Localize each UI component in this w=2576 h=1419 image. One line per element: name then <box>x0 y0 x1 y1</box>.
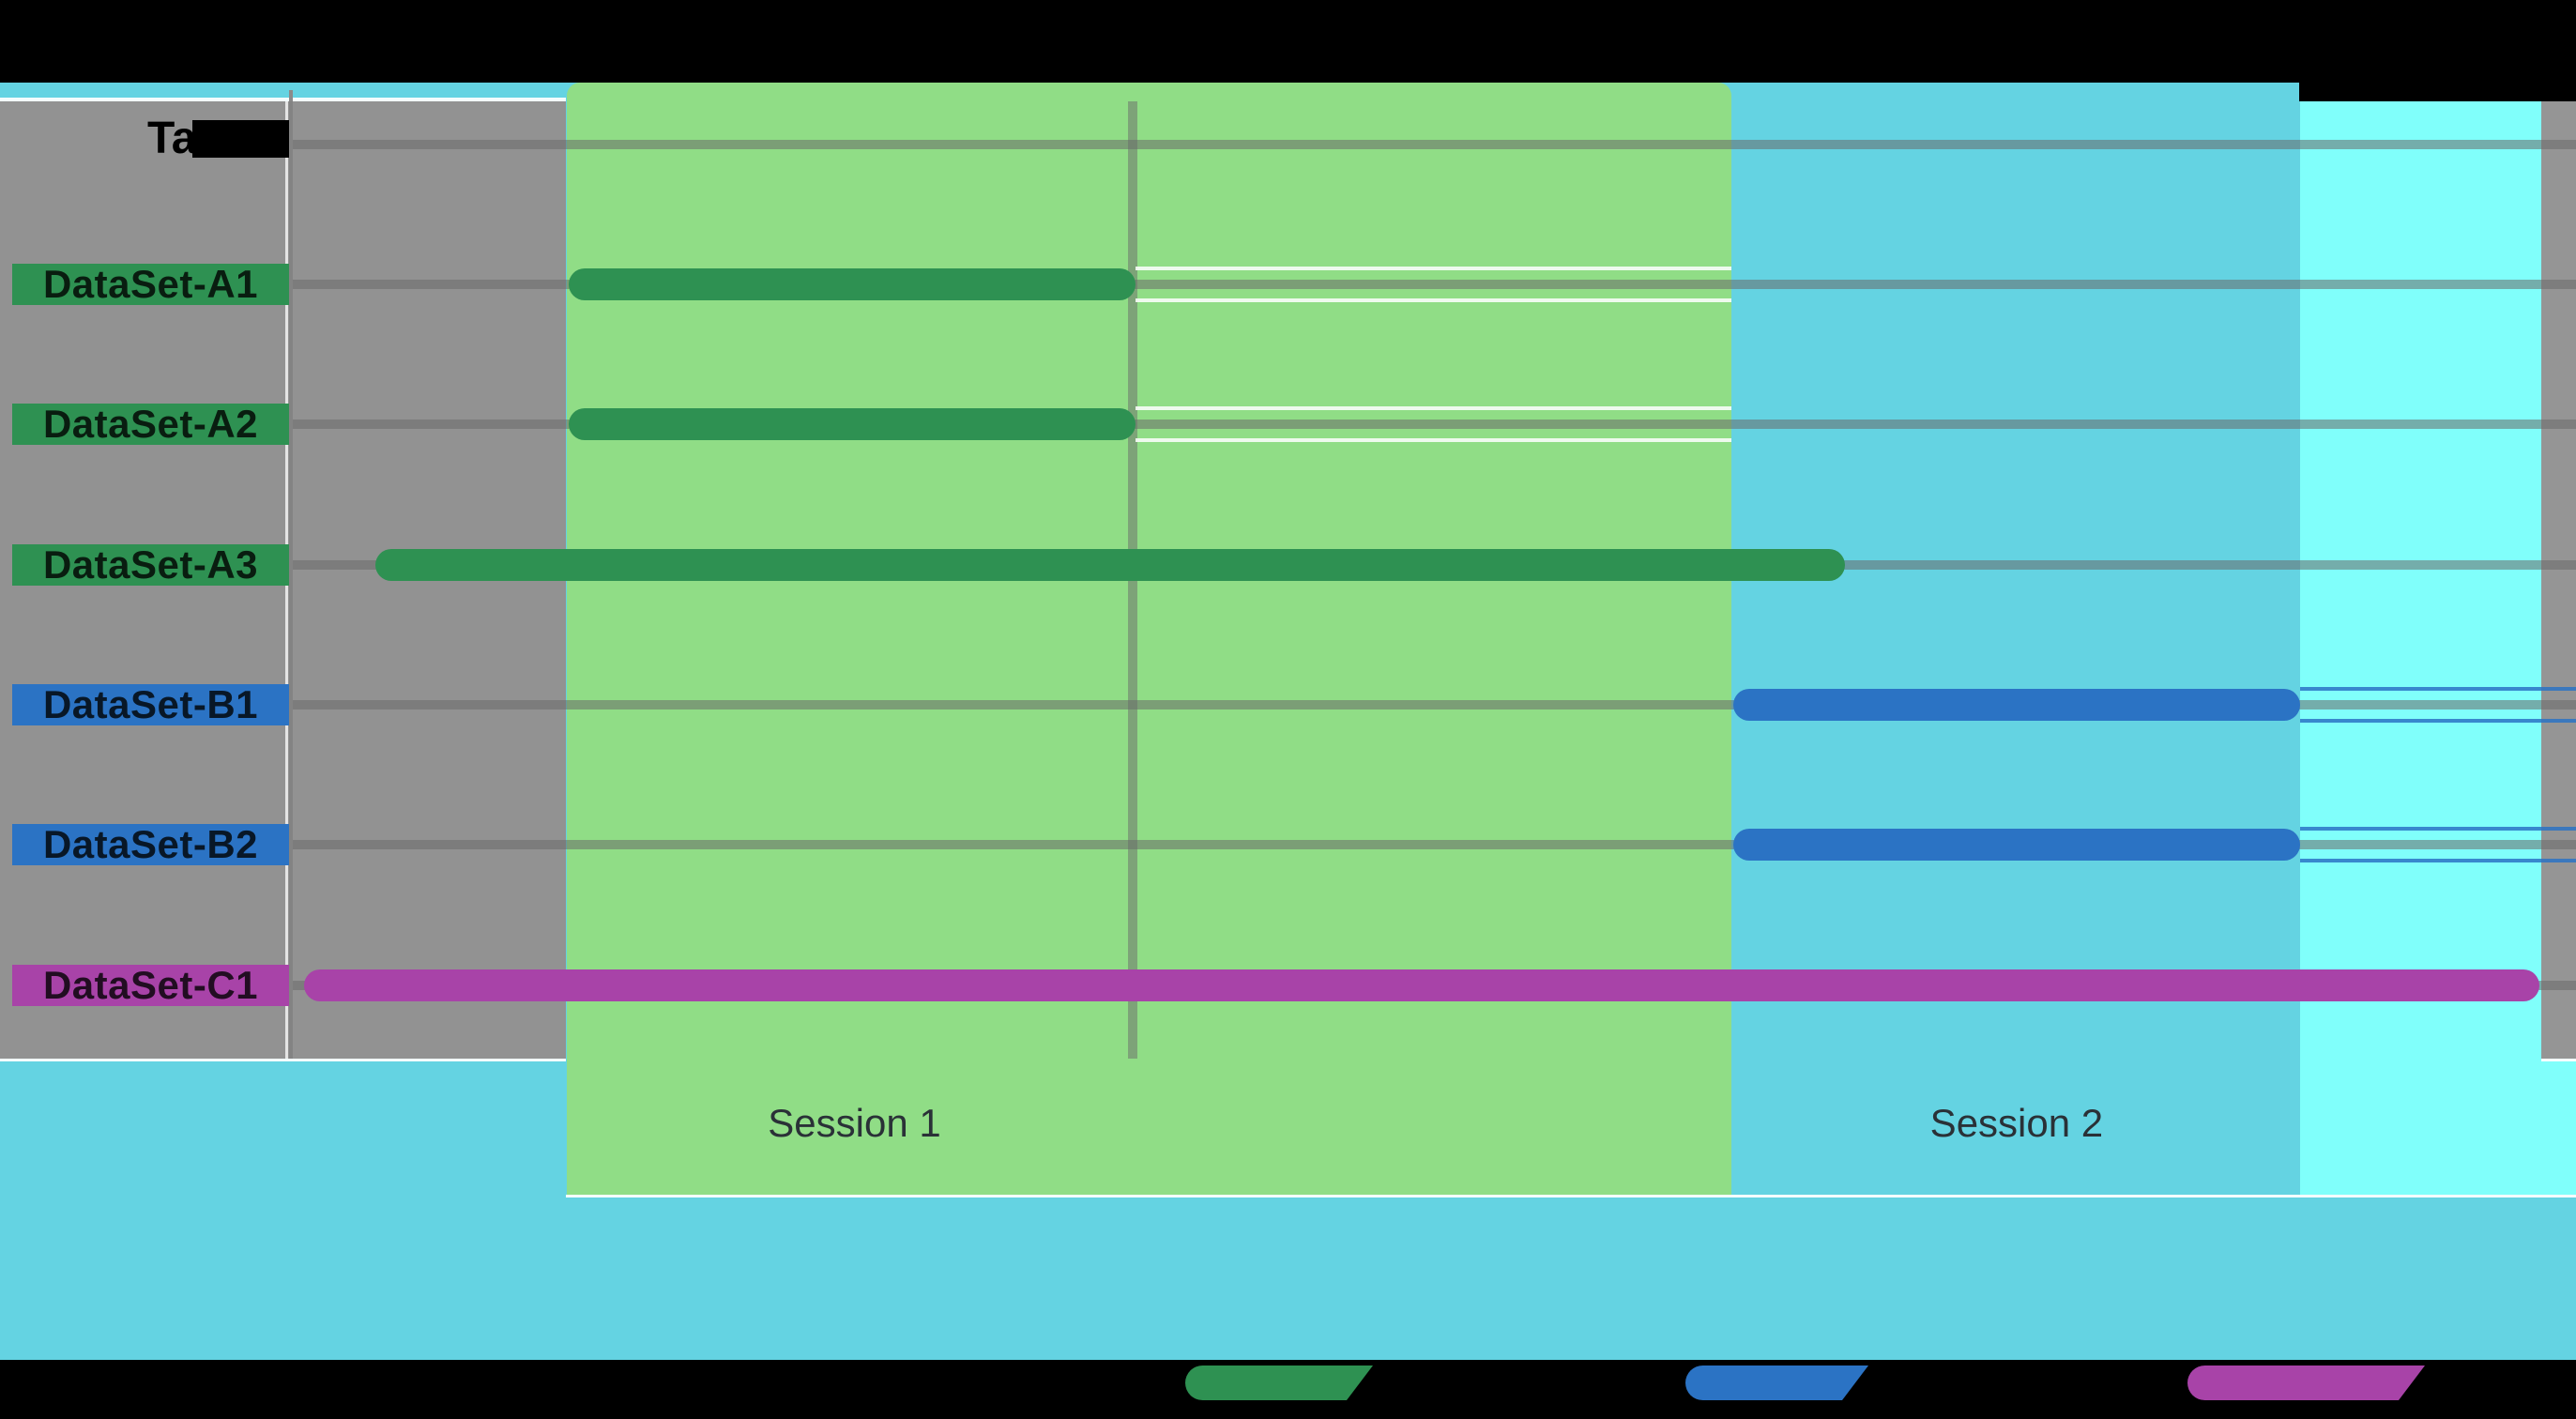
gantt-bar-dataset-a1[interactable] <box>569 268 1136 300</box>
row-label-text: DataSet-A1 <box>42 262 259 306</box>
row-label-dataset-a2[interactable]: DataSet-A2 <box>12 402 289 447</box>
legend-swatch-1[interactable] <box>1185 1366 1373 1400</box>
row-label-text: DataSet-B2 <box>42 822 259 867</box>
gantt-bar-dataset-a3[interactable] <box>374 548 1846 581</box>
row-label-dataset-b1[interactable]: DataSet-B1 <box>12 681 289 726</box>
row-label-dataset-b2[interactable]: DataSet-B2 <box>12 822 289 867</box>
h-gridline-2 <box>293 420 2576 430</box>
h-gridline-5 <box>293 840 2576 850</box>
plot-bottom-border-right <box>2541 1059 2576 1061</box>
gantt-bar-dataset-b2[interactable] <box>1733 829 2300 862</box>
plot-bottom-border-left <box>0 1059 566 1061</box>
row-label-dataset-a1[interactable]: DataSet-A1 <box>12 262 289 306</box>
bar-trail-3-0 <box>2299 686 2576 691</box>
bar-trail-4-0 <box>2299 827 2576 832</box>
row-label-text: DataSet-C1 <box>42 962 259 1007</box>
y-axis-top-tick <box>289 90 293 101</box>
bar-trail-0-1 <box>1135 298 1731 302</box>
gantt-bar-dataset-b1[interactable] <box>1733 688 2300 721</box>
y-axis-line <box>289 101 293 1059</box>
row-label-dataset-a3[interactable]: DataSet-A3 <box>12 542 289 587</box>
bar-trail-1-0 <box>1135 406 1731 411</box>
row-label-text: DataSet-A2 <box>42 402 259 447</box>
gantt-bar-dataset-a2[interactable] <box>569 408 1136 441</box>
bar-trail-3-1 <box>2299 718 2576 723</box>
task-column-header: Task <box>147 114 289 163</box>
h-gridline-0 <box>293 139 2576 149</box>
legend-swatch-2[interactable] <box>1685 1366 1868 1400</box>
h-gridline-4 <box>293 699 2576 710</box>
session-label-2: Session 2 <box>1929 1101 2104 1145</box>
row-label-text: DataSet-B1 <box>42 681 259 726</box>
gantt-bar-dataset-c1[interactable] <box>304 969 2540 1001</box>
bar-trail-0-0 <box>1135 267 1731 270</box>
session-band-2 <box>1730 83 2300 1195</box>
row-label-dataset-c1[interactable]: DataSet-C1 <box>12 962 289 1007</box>
plot-top-border <box>0 98 566 101</box>
bands-bottom-border <box>566 1195 2576 1198</box>
bar-trail-4-1 <box>2299 859 2576 863</box>
bar-trail-1-1 <box>1135 438 1731 443</box>
top-right-black-strip <box>2299 83 2576 101</box>
session-band-3 <box>2299 101 2576 1195</box>
plot-right-margin <box>2541 101 2576 1059</box>
task-header-black-box <box>192 120 289 158</box>
legend-swatch-3[interactable] <box>2187 1366 2425 1400</box>
session-band-1 <box>566 83 1731 1195</box>
session-label-1: Session 1 <box>768 1101 941 1145</box>
h-gridline-1 <box>293 280 2576 289</box>
row-label-text: DataSet-A3 <box>42 542 259 587</box>
